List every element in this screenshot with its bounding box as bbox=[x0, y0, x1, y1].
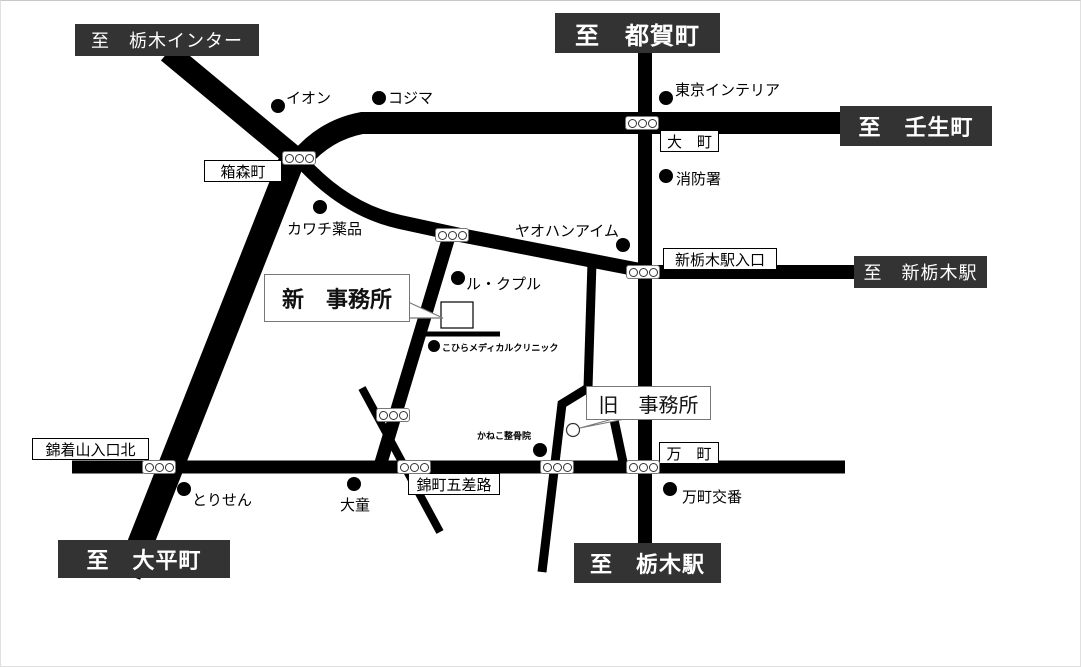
landmark-yorozucho-koban: 万町交番 bbox=[682, 488, 743, 506]
landmark-yaohan: ヤオハンアイム bbox=[515, 222, 619, 240]
traffic-signal-icon bbox=[435, 228, 469, 242]
road-to-mibumachi bbox=[291, 112, 845, 168]
landmark-tokyo-interior: 東京インテリア bbox=[675, 81, 781, 99]
landmark-kojima: コジマ bbox=[388, 89, 434, 107]
landmark-le-couple: ル・クプル bbox=[466, 275, 542, 293]
landmark-dot-icon bbox=[659, 169, 673, 183]
new-office-marker bbox=[440, 301, 474, 329]
road-to-ohiramachi bbox=[115, 155, 305, 580]
old-office-callout: 旧 事務所 bbox=[586, 386, 711, 420]
landmark-dot-icon bbox=[659, 91, 673, 105]
intersection-shin-tochigi-iriguchi: 新栃木駅入口 bbox=[663, 248, 777, 270]
traffic-signal-icon bbox=[540, 460, 574, 474]
landmark-dot-icon bbox=[347, 477, 361, 491]
intersection-omachi: 大 町 bbox=[660, 130, 719, 152]
landmark-dot-icon bbox=[533, 443, 547, 457]
dest-tochigi-eki: 至 栃木駅 bbox=[574, 543, 721, 583]
landmark-dot-icon bbox=[177, 482, 191, 496]
road-old-office-west bbox=[537, 261, 597, 573]
landmark-aeon: イオン bbox=[286, 89, 332, 107]
dest-tochigi-ic: 至 栃木インター bbox=[75, 24, 259, 56]
dest-shin-tochigi-eki: 至 新栃木駅 bbox=[854, 256, 987, 288]
traffic-signal-icon bbox=[397, 460, 431, 474]
landmark-torisen: とりせん bbox=[192, 491, 253, 509]
traffic-signal-icon bbox=[142, 460, 176, 474]
dest-mibumachi: 至 壬生町 bbox=[840, 106, 992, 146]
traffic-signal-icon bbox=[626, 460, 660, 474]
traffic-signal-icon bbox=[625, 116, 659, 130]
new-office-callout: 新 事務所 bbox=[264, 274, 410, 322]
road-kawachi bbox=[294, 155, 642, 277]
old-office-marker bbox=[565, 422, 581, 438]
intersection-nishikicho-gosaro: 錦町五差路 bbox=[408, 473, 500, 495]
landmark-dot-icon bbox=[372, 91, 386, 105]
intersection-hakonomori: 箱森町 bbox=[204, 160, 282, 182]
traffic-signal-icon bbox=[376, 408, 410, 422]
landmark-dot-icon bbox=[663, 482, 677, 496]
landmark-dot-icon bbox=[428, 340, 440, 352]
road-new-office bbox=[373, 238, 455, 468]
landmark-dot-icon bbox=[451, 271, 465, 285]
intersection-nishikigiyama-kita: 錦着山入口北 bbox=[32, 438, 149, 460]
landmark-shobosho: 消防署 bbox=[676, 170, 722, 188]
traffic-signal-icon bbox=[282, 151, 316, 165]
landmark-kaneko: かねこ整骨院 bbox=[477, 432, 532, 442]
intersection-yorozucho: 万 町 bbox=[659, 442, 719, 464]
landmark-kohira-clinic: こひらメディカルクリニック bbox=[442, 344, 559, 354]
dest-ohiramachi: 至 大平町 bbox=[58, 540, 230, 578]
landmark-kawachi: カワチ薬品 bbox=[287, 220, 363, 238]
landmark-dot-icon bbox=[271, 99, 285, 113]
landmark-dot-icon bbox=[313, 200, 327, 214]
road-to-tochigi-ic bbox=[160, 43, 306, 169]
landmark-dot-icon bbox=[616, 238, 630, 252]
landmark-odo: 大童 bbox=[340, 496, 371, 514]
traffic-signal-icon bbox=[626, 265, 660, 279]
dest-tsugacho: 至 都賀町 bbox=[555, 13, 720, 53]
